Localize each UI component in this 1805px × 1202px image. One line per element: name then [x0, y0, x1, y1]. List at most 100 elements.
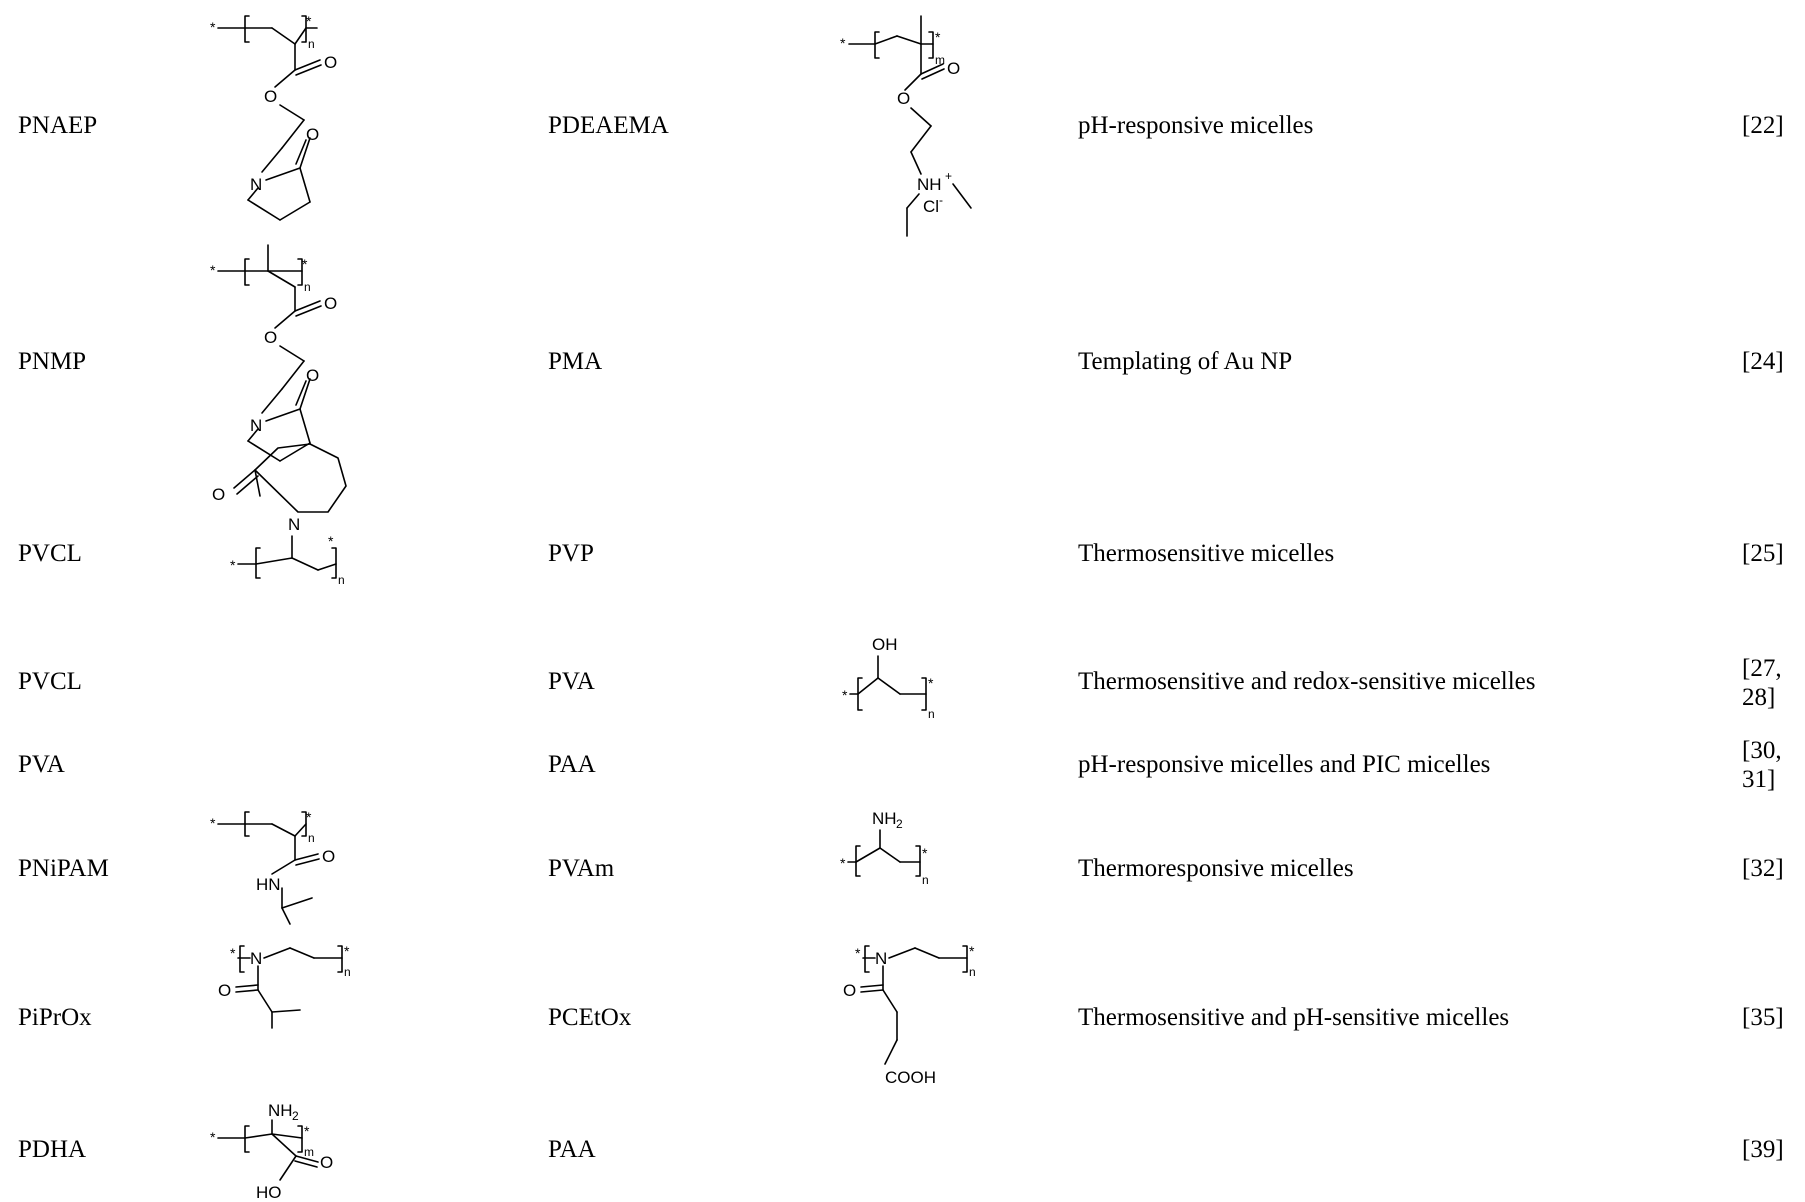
svg-text:*: *: [328, 533, 334, 549]
polymer-b-name: PVP: [548, 540, 594, 567]
svg-text:Cl: Cl: [923, 197, 939, 216]
svg-text:O: O: [320, 1153, 333, 1172]
pvam-structure-icon: NH 2 * * n: [840, 809, 929, 887]
pva-structure-icon: OH * * n: [842, 635, 935, 721]
svg-text:NH: NH: [872, 809, 897, 828]
pnmp-structure-icon: * n * O O N O: [210, 244, 337, 462]
svg-text:*: *: [840, 855, 846, 871]
polymer-b-name: PAA: [548, 751, 596, 778]
svg-text:2: 2: [896, 817, 903, 831]
svg-text:*: *: [928, 675, 934, 691]
polymer-a-name: PiPrOx: [18, 1004, 92, 1031]
application-text: Thermosensitive and pH-sensitive micelle…: [1078, 1004, 1510, 1031]
svg-text:*: *: [306, 13, 312, 29]
piprox-structure-icon: * N * n O: [218, 943, 351, 1029]
svg-text:N: N: [250, 175, 262, 194]
svg-text:O: O: [264, 328, 277, 347]
pdha-structure-icon: NH 2 * * m O HO: [210, 1101, 333, 1202]
svg-text:n: n: [928, 707, 935, 721]
svg-text:-: -: [939, 193, 943, 207]
svg-text:*: *: [210, 19, 216, 35]
polymer-a-name: PDHA: [18, 1136, 87, 1163]
svg-text:*: *: [855, 945, 861, 961]
svg-text:n: n: [344, 965, 351, 979]
svg-text:O: O: [324, 294, 337, 313]
svg-text:n: n: [969, 965, 976, 979]
application-text: Thermoresponsive micelles: [1078, 855, 1354, 882]
svg-text:O: O: [306, 366, 319, 385]
polymer-b-name: PVAm: [548, 855, 615, 882]
svg-text:O: O: [322, 847, 335, 866]
polymer-b-name: PCEtOx: [548, 1004, 632, 1031]
svg-text:NH: NH: [917, 175, 942, 194]
svg-text:O: O: [306, 125, 319, 144]
svg-text:*: *: [230, 557, 236, 573]
reference: [30,31]: [1742, 737, 1782, 793]
svg-text:N: N: [875, 949, 887, 968]
svg-text:*: *: [304, 1123, 310, 1139]
svg-text:O: O: [324, 53, 337, 72]
svg-text:O: O: [947, 59, 960, 78]
polymer-a-name: PVCL: [18, 668, 82, 695]
svg-text:O: O: [843, 981, 856, 1000]
svg-text:*: *: [969, 943, 975, 959]
pnipam-structure-icon: * n * O HN: [210, 809, 335, 925]
svg-text:HN: HN: [256, 875, 281, 894]
svg-text:N: N: [250, 949, 262, 968]
svg-text:*: *: [922, 845, 928, 861]
svg-text:O: O: [212, 485, 225, 504]
polymer-a-name: PNMP: [18, 348, 87, 375]
application-text: Thermosensitive micelles: [1078, 540, 1335, 567]
polymer-a-name: PVA: [18, 751, 65, 778]
pnaep-structure-icon: * n * O O N O: [210, 13, 337, 221]
svg-text:N: N: [250, 416, 262, 435]
svg-text:n: n: [308, 37, 315, 51]
pcetox-structure-icon: * N * n O COOH: [843, 943, 976, 1087]
pdeaema-structure-icon: * m * O O NH + Cl -: [840, 15, 972, 237]
polymer-b-name: PMA: [548, 348, 603, 375]
application-text: Templating of Au NP: [1078, 348, 1293, 375]
application-text: Thermosensitive and redox-sensitive mice…: [1078, 668, 1536, 695]
svg-text:O: O: [264, 87, 277, 106]
polymer-a-name: PNAEP: [18, 112, 98, 139]
reference: [22]: [1742, 112, 1784, 139]
reference: [25]: [1742, 540, 1784, 567]
svg-text:HO: HO: [256, 1183, 282, 1202]
svg-text:n: n: [308, 831, 315, 845]
pvcl-structure-icon: O N * * n: [212, 443, 347, 587]
svg-text:*: *: [210, 1129, 216, 1145]
application-text: pH-responsive micelles and PIC micelles: [1078, 751, 1491, 778]
svg-text:COOH: COOH: [885, 1068, 936, 1087]
application-text: pH-responsive micelles: [1078, 112, 1314, 139]
svg-text:*: *: [210, 262, 216, 278]
reference: [35]: [1742, 1004, 1784, 1031]
svg-text:*: *: [230, 945, 236, 961]
svg-text:n: n: [922, 873, 929, 887]
svg-text:2: 2: [292, 1109, 299, 1123]
polymer-b-name: PAA: [548, 1136, 596, 1163]
svg-text:*: *: [302, 256, 308, 272]
reference: [32]: [1742, 855, 1784, 882]
svg-text:m: m: [935, 53, 945, 67]
svg-text:n: n: [304, 280, 311, 294]
svg-text:m: m: [304, 1145, 314, 1159]
svg-text:OH: OH: [872, 635, 898, 654]
reference: [27,28]: [1742, 655, 1782, 711]
reference: [39]: [1742, 1136, 1784, 1163]
svg-text:*: *: [344, 943, 350, 959]
svg-text:+: +: [945, 169, 952, 183]
svg-text:*: *: [210, 815, 216, 831]
svg-text:N: N: [288, 515, 300, 534]
svg-text:NH: NH: [268, 1101, 293, 1120]
svg-text:O: O: [897, 89, 910, 108]
polymer-b-name: PVA: [548, 668, 595, 695]
polymer-a-name: PNiPAM: [18, 855, 109, 882]
polymer-a-name: PVCL: [18, 540, 82, 567]
svg-text:*: *: [935, 29, 941, 45]
svg-text:*: *: [842, 687, 848, 703]
svg-text:*: *: [840, 35, 846, 51]
polymer-b-name: PDEAEMA: [548, 112, 669, 139]
svg-text:O: O: [218, 981, 231, 1000]
svg-text:*: *: [306, 809, 312, 825]
